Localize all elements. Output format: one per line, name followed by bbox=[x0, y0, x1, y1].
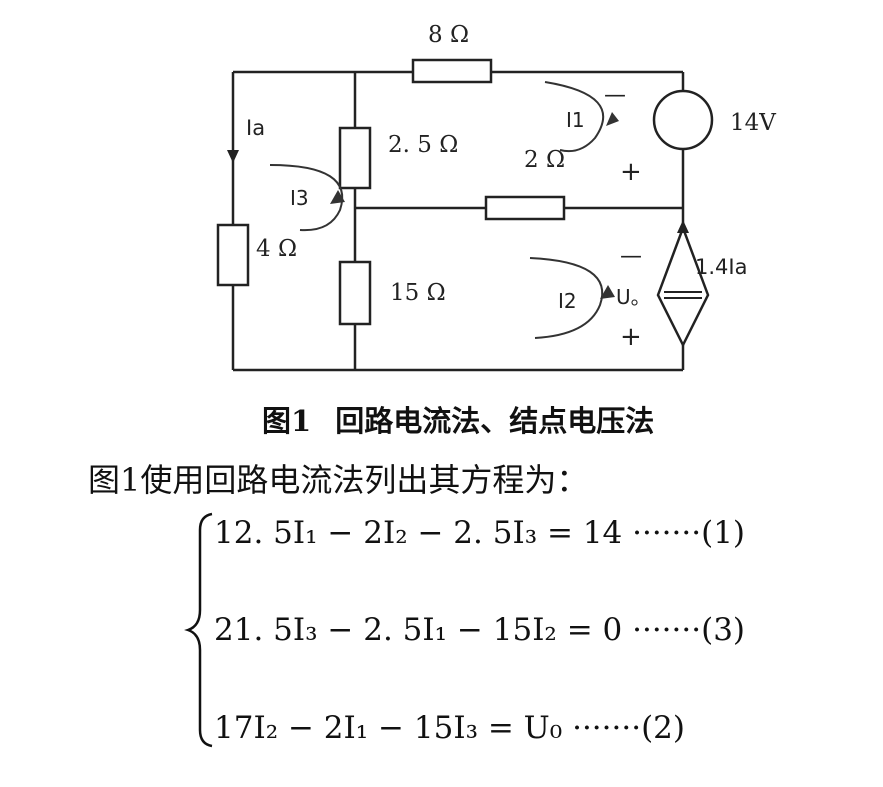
label-r8: 8 Ω bbox=[428, 22, 469, 48]
resistor-15-ohm bbox=[338, 260, 372, 326]
circuit-diagram: 8 Ω 2. 5 Ω 2 Ω 4 Ω 15 Ω 14V 1.4Ia Ia I1 … bbox=[216, 22, 776, 372]
minus-sign-bottom: — bbox=[620, 244, 642, 269]
label-dependent-source: 1.4Ia bbox=[695, 255, 747, 279]
equation-1: 12. 5I₁ − 2I₂ − 2. 5I₃ = 14 ·······(1) bbox=[214, 515, 746, 551]
label-r15: 15 Ω bbox=[390, 280, 446, 306]
left-brace-icon bbox=[184, 512, 213, 748]
caption-title: 回路电流法、结点电压法 bbox=[335, 404, 655, 438]
dependent-source bbox=[656, 220, 710, 348]
resistor-8-ohm bbox=[411, 58, 493, 84]
loop-i3-arc bbox=[269, 164, 344, 232]
label-r4: 4 Ω bbox=[256, 236, 297, 262]
figure-caption: 图1 回路电流法、结点电压法 bbox=[262, 398, 654, 440]
label-r25: 2. 5 Ω bbox=[388, 132, 458, 158]
equation-2: 17I₂ − 2I₁ − 15I₃ = U₀ ·······(2) bbox=[214, 710, 685, 746]
loop-i1-arc bbox=[544, 81, 605, 153]
resistor-4-ohm bbox=[216, 223, 250, 287]
label-r2: 2 Ω bbox=[524, 147, 565, 173]
dependent-source-diamond bbox=[656, 224, 710, 348]
loop-i2-arrow-icon bbox=[600, 285, 615, 299]
label-i3: I3 bbox=[290, 186, 309, 210]
label-i2: I2 bbox=[558, 289, 577, 313]
caption-number: 图1 bbox=[262, 404, 312, 438]
voltage-source-14v bbox=[652, 89, 714, 151]
label-source-14v: 14V bbox=[730, 110, 776, 136]
loop-i1-arrow-icon bbox=[606, 112, 619, 126]
dependent-source-arrow-icon bbox=[677, 220, 689, 233]
loop-i3-arrow-icon bbox=[330, 190, 345, 204]
loop-i2-arc bbox=[529, 257, 604, 339]
minus-sign-top: — bbox=[604, 83, 626, 108]
intro-text: 图1使用回路电流法列出其方程为： bbox=[88, 461, 589, 499]
equation-3: 21. 5I₃ − 2. 5I₁ − 15I₂ = 0 ·······(3) bbox=[214, 612, 746, 648]
ia-arrow-icon bbox=[227, 115, 239, 163]
plus-sign-top: + bbox=[620, 157, 642, 187]
resistor-2-ohm bbox=[484, 195, 566, 221]
label-i1: I1 bbox=[566, 108, 585, 132]
plus-sign-bottom: + bbox=[620, 322, 642, 352]
label-ia: Ia bbox=[246, 116, 265, 140]
resistor-2-5-ohm bbox=[338, 126, 372, 190]
label-uo: U。 bbox=[616, 285, 651, 309]
